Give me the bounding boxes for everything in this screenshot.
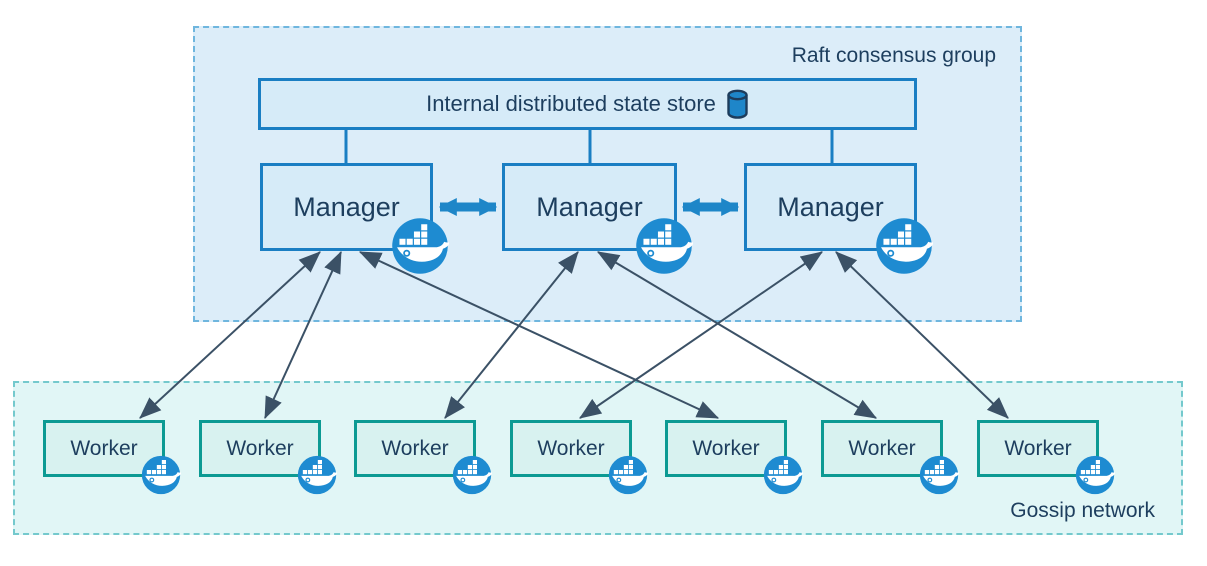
docker-whale-icon — [763, 455, 803, 495]
worker-2-box: Worker — [199, 420, 321, 477]
gossip-network-label: Gossip network — [1010, 499, 1155, 522]
worker-2-label: Worker — [226, 436, 294, 460]
worker-5-label: Worker — [692, 436, 760, 460]
docker-whale-icon — [297, 455, 337, 495]
raft-group-label: Raft consensus group — [791, 44, 996, 67]
manager-2-label: Manager — [536, 191, 643, 222]
docker-whale-icon — [141, 455, 181, 495]
worker-3-label: Worker — [381, 436, 449, 460]
manager-3-box: Manager — [744, 163, 917, 251]
worker-4-label: Worker — [537, 436, 605, 460]
worker-7-box: Worker — [977, 420, 1099, 477]
worker-6-label: Worker — [848, 436, 916, 460]
docker-whale-icon — [919, 455, 959, 495]
manager-1-box: Manager — [260, 163, 433, 251]
manager-2-box: Manager — [502, 163, 677, 251]
state-store-label: Internal distributed state store — [426, 91, 716, 116]
database-cylinder-icon — [727, 89, 748, 119]
state-store-box: Internal distributed state store — [258, 78, 917, 130]
worker-6-box: Worker — [821, 420, 943, 477]
docker-whale-icon — [635, 217, 693, 275]
docker-whale-icon — [875, 217, 933, 275]
docker-whale-icon — [1075, 455, 1115, 495]
worker-4-box: Worker — [510, 420, 632, 477]
worker-1-label: Worker — [70, 436, 138, 460]
docker-whale-icon — [452, 455, 492, 495]
worker-1-box: Worker — [43, 420, 165, 477]
worker-5-box: Worker — [665, 420, 787, 477]
manager-3-label: Manager — [777, 191, 884, 222]
docker-whale-icon — [608, 455, 648, 495]
worker-3-box: Worker — [354, 420, 476, 477]
worker-7-label: Worker — [1004, 436, 1072, 460]
manager-1-label: Manager — [293, 191, 400, 222]
docker-whale-icon — [391, 217, 449, 275]
